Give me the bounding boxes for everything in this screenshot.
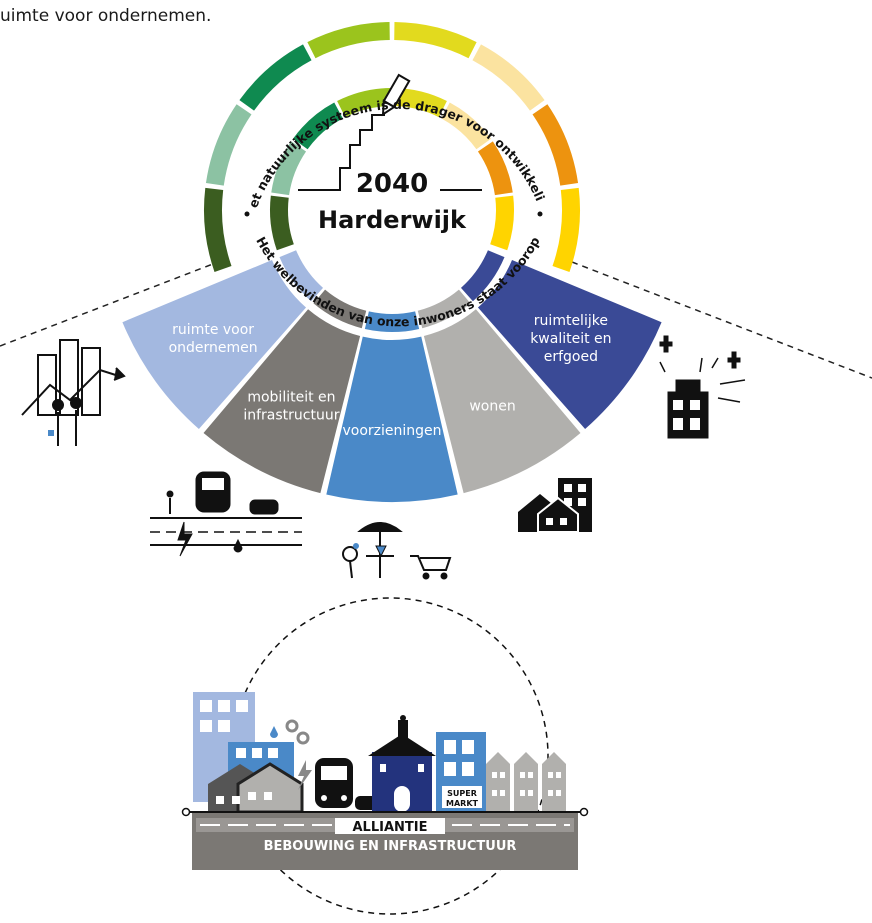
outer-ring-segment: [394, 22, 477, 59]
pencil-icon: [381, 73, 411, 117]
outer-ring-segment: [204, 187, 232, 272]
train-car-road-icon: [150, 471, 302, 557]
fan-segment-voorzieningen: [326, 336, 458, 503]
alliance-label-line2: BEBOUWING EN INFRASTRUCTUUR: [264, 839, 517, 854]
arc-separator-dot-left: [244, 211, 250, 217]
outer-ring-segment: [205, 104, 252, 186]
inner-ring-segment: [270, 195, 294, 251]
fan-label-erfgoed: ruimtelijke: [534, 313, 608, 329]
intro-text: uimte voor ondernemen.: [0, 6, 212, 26]
supermarket-label-line2: MARKT: [446, 799, 479, 808]
inner-ring-segment: [292, 102, 343, 150]
fan-label-mobiliteit: infrastructuur: [243, 408, 339, 424]
inner-theme-segment: [364, 311, 420, 332]
inner-theme-segment: [313, 289, 367, 329]
fan-label-erfgoed: kwaliteit en: [530, 331, 611, 347]
outer-color-ring: [204, 22, 580, 272]
alliance-label-bg: [335, 818, 445, 834]
inner-ring-segment: [490, 195, 514, 251]
fan-label-mobiliteit: mobiliteit en: [247, 390, 335, 406]
inner-color-ring: [270, 88, 514, 332]
fan-segment-ondernemen: [122, 259, 307, 430]
inner-ring-segment: [393, 88, 447, 118]
supermarket-label-line1: SUPER: [447, 789, 477, 798]
fan-segment-erfgoed: [477, 259, 662, 430]
inner-theme-segment: [460, 250, 505, 302]
fan-segment-wonen: [423, 309, 581, 494]
outer-ring-segment: [239, 44, 312, 111]
business-people-chart-icon: [21, 339, 126, 446]
theme-fan: ruimtelijke kwaliteit en erfgoed wonen voorz…: [122, 108, 662, 503]
inner-ring-segment: [477, 141, 513, 196]
alliance-label-line1: ALLIANTIE: [353, 820, 428, 835]
fan-label-ondernemen: ruimte voor: [172, 322, 254, 338]
terrace-shopping-icon: [342, 522, 452, 580]
fan-label-ondernemen: ondernemen: [169, 340, 258, 356]
fan-label-voorzieningen: voorzieningen: [342, 423, 441, 439]
heritage-building-icon: [659, 335, 746, 439]
fan-label-erfgoed: erfgoed: [544, 349, 598, 365]
center-place: Harderwijk: [318, 206, 467, 234]
outer-ring-segment: [472, 44, 545, 111]
fan-line-right: [571, 261, 872, 379]
inner-ring-segment: [337, 88, 391, 118]
inner-ring-segment: [271, 141, 307, 196]
houses-icon: [518, 478, 592, 533]
inner-theme-segment: [417, 289, 471, 329]
fan-segment-mobiliteit: [203, 309, 361, 494]
center-disk: [290, 108, 494, 312]
outer-ring-segment: [552, 187, 580, 272]
arc-separator-dot-right: [537, 211, 543, 217]
inner-theme-segment: [279, 250, 324, 302]
fan-label-wonen: wonen: [469, 399, 515, 415]
outer-ring-segment: [307, 22, 390, 59]
center-year: 2040: [356, 169, 428, 199]
outer-ring-segment: [532, 104, 579, 186]
inner-ring-segment: [441, 102, 492, 150]
fan-line-left: [0, 261, 219, 347]
